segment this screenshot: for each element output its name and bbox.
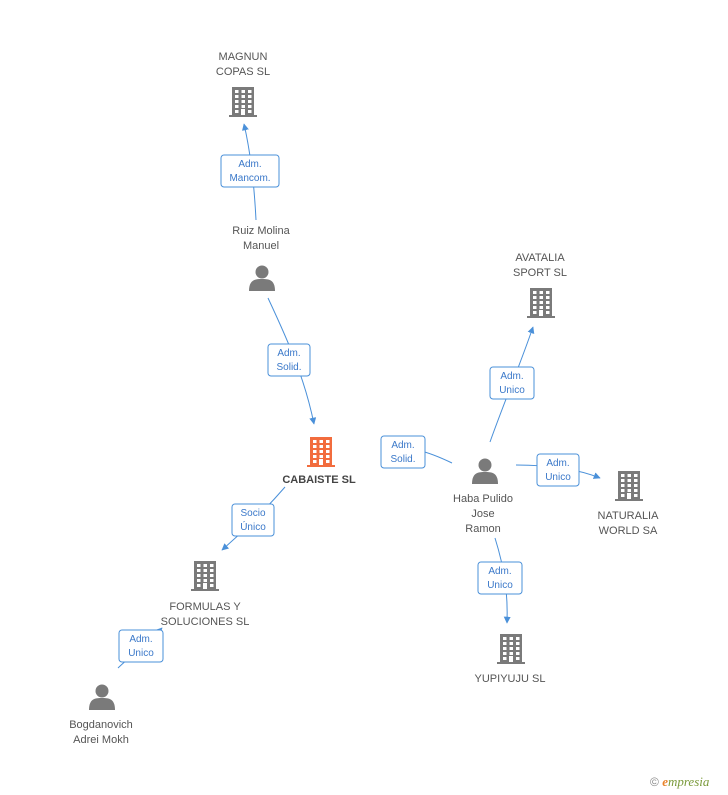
node-label: COPAS SL	[216, 66, 270, 78]
edge-label-text: Unico	[545, 472, 571, 483]
person-icon[interactable]	[249, 265, 275, 292]
node-label: Jose	[471, 508, 494, 520]
node-label: Haba Pulido	[453, 493, 513, 505]
edge-label-text: Adm.	[488, 566, 511, 577]
node-label: Bogdanovich	[69, 719, 133, 731]
edge-label-box	[536, 453, 580, 487]
node-label: WORLD SA	[599, 525, 658, 537]
building-icon[interactable]	[191, 561, 219, 591]
edge-label-text: Único	[240, 520, 266, 533]
person-icon[interactable]	[472, 458, 498, 485]
node-label: Ramon	[465, 523, 500, 535]
edge-label-text: Solid.	[276, 362, 301, 373]
node-avatalia[interactable]: AVATALIA SPORT SL	[513, 252, 567, 318]
person-icon[interactable]	[89, 684, 115, 711]
edge-label-text: Unico	[128, 648, 154, 659]
edge-label-box	[231, 503, 275, 537]
node-naturalia[interactable]: NATURALIA WORLD SA	[598, 471, 660, 537]
edge-labels-layer: Adm. Mancom. Adm. Solid. Adm. Solid. Adm. Unico…	[118, 154, 580, 663]
building-icon[interactable]	[307, 437, 335, 467]
edge-label-box	[489, 366, 535, 400]
building-icon[interactable]	[615, 471, 643, 501]
node-label: NATURALIA	[598, 510, 660, 522]
edge-label-text: Socio	[240, 508, 265, 519]
node-magnun[interactable]: MAGNUN COPAS SL	[216, 51, 270, 117]
edge-label-box	[477, 561, 523, 595]
node-cabaiste[interactable]: CABAISTE SL	[282, 437, 356, 486]
brand-logo-e: e	[662, 774, 668, 789]
node-label: MAGNUN	[219, 51, 268, 63]
node-yupiyuju[interactable]: YUPIYUJU SL	[475, 634, 546, 685]
building-icon[interactable]	[229, 87, 257, 117]
edge-label-text: Adm.	[129, 634, 152, 645]
building-icon[interactable]	[527, 288, 555, 318]
copyright-symbol: ©	[650, 775, 659, 789]
node-label: Manuel	[243, 240, 279, 252]
edge-label-ruiz-to-magnun[interactable]: Adm. Mancom.	[220, 154, 280, 188]
edge-label-box	[118, 629, 164, 663]
edge-label-text: Adm.	[277, 348, 300, 359]
edge-label-text: Unico	[487, 580, 513, 591]
edge-label-haba-to-avatalia[interactable]: Adm. Unico	[489, 366, 535, 400]
node-label: CABAISTE SL	[282, 474, 356, 486]
brand-logo-rest: mpresia	[667, 774, 710, 789]
edge-label-box	[267, 343, 311, 377]
edge-label-haba-to-naturalia[interactable]: Adm. Unico	[536, 453, 580, 487]
node-formulas[interactable]: FORMULAS Y SOLUCIONES SL	[161, 561, 250, 628]
node-label: Ruiz Molina	[232, 225, 290, 237]
node-label: Adrei Mokh	[73, 734, 129, 746]
node-label: SPORT SL	[513, 267, 567, 279]
node-label: YUPIYUJU SL	[475, 673, 546, 685]
edge-label-haba-to-cabaiste[interactable]: Adm. Solid.	[380, 435, 426, 469]
edge-label-text: Adm.	[238, 159, 261, 170]
edge-label-box	[220, 154, 280, 188]
edge-label-text: Adm.	[546, 458, 569, 469]
edge-label-text: Unico	[499, 385, 525, 396]
edge-label-ruiz-to-cabaiste[interactable]: Adm. Solid.	[267, 343, 311, 377]
node-label: FORMULAS Y	[169, 601, 241, 613]
node-label: SOLUCIONES SL	[161, 616, 250, 628]
edge-label-text: Adm.	[500, 371, 523, 382]
edge-label-haba-to-yupiyuju[interactable]: Adm. Unico	[477, 561, 523, 595]
edge-label-box	[380, 435, 426, 469]
node-label: AVATALIA	[515, 252, 565, 264]
edge-label-bogdanovich-to-formulas[interactable]: Adm. Unico	[118, 629, 164, 663]
footer: © empresia	[650, 774, 709, 790]
building-icon[interactable]	[497, 634, 525, 664]
edge-label-text: Mancom.	[229, 173, 270, 184]
edge-label-text: Solid.	[390, 454, 415, 465]
edge-label-text: Adm.	[391, 440, 414, 451]
brand-logo[interactable]: empresia	[662, 774, 709, 789]
